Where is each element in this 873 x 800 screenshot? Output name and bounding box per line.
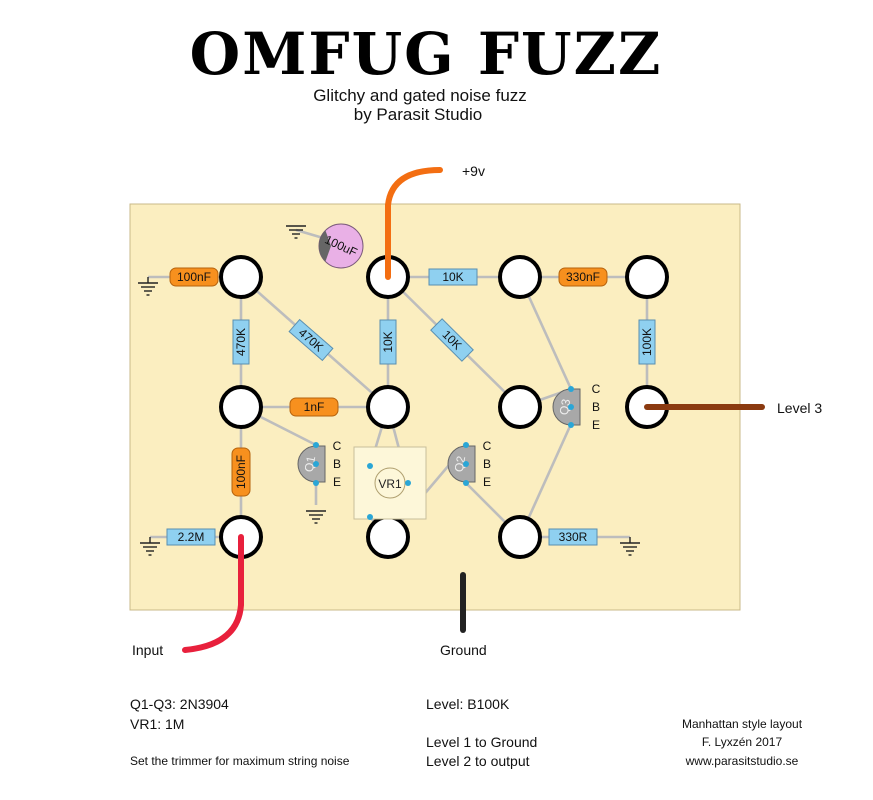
- svg-text:330R: 330R: [559, 530, 588, 544]
- svg-text:Q2: Q2: [452, 455, 469, 474]
- svg-text:10K: 10K: [442, 270, 463, 284]
- transistor-q1: Q1 C B E: [297, 439, 342, 489]
- label-input: Input: [132, 642, 163, 658]
- svg-text:1nF: 1nF: [304, 400, 325, 414]
- svg-text:10K: 10K: [381, 331, 395, 352]
- svg-text:100K: 100K: [640, 328, 654, 356]
- svg-text:2.2M: 2.2M: [178, 530, 205, 544]
- svg-text:B: B: [333, 457, 341, 471]
- svg-text:E: E: [592, 418, 600, 432]
- resistor-10k-horizontal: 10K: [428, 268, 478, 286]
- note-layout: Manhattan style layout: [682, 717, 803, 731]
- capacitors: 100nF 330nF 1nF 100nF 100uF: [169, 223, 608, 497]
- svg-text:B: B: [483, 457, 491, 471]
- svg-text:C: C: [483, 439, 492, 453]
- capacitor-100nf-top: 100nF: [169, 267, 219, 287]
- note-level: Level: B100K: [426, 696, 510, 712]
- label-level3: Level 3: [777, 400, 822, 416]
- electrolytic-capacitor-100uf: 100uF: [318, 223, 364, 269]
- svg-text:C: C: [592, 382, 601, 396]
- svg-text:B: B: [592, 400, 600, 414]
- svg-text:470K: 470K: [234, 328, 248, 356]
- svg-text:330nF: 330nF: [566, 270, 600, 284]
- resistor-10k-vertical: 10K: [379, 319, 397, 365]
- page-subtitle: Glitchy and gated noise fuzz: [313, 86, 527, 105]
- note-level1: Level 1 to Ground: [426, 734, 537, 750]
- capacitor-100nf-vertical: 100nF: [231, 447, 251, 497]
- note-trimmer: VR1: 1M: [130, 716, 184, 732]
- note-instruction: Set the trimmer for maximum string noise: [130, 754, 350, 768]
- transistor-q2: Q2 C B E: [447, 439, 492, 489]
- vr1-label: VR1: [378, 477, 402, 491]
- transistors: Q1 C B E Q2 C B E Q3 C B E: [297, 382, 601, 489]
- note-transistors: Q1-Q3: 2N3904: [130, 696, 229, 712]
- resistor-470k-vertical: 470K: [232, 319, 250, 365]
- capacitor-330nf: 330nF: [558, 267, 608, 287]
- svg-text:E: E: [333, 475, 341, 489]
- trimmer-vr1: VR1: [353, 446, 427, 520]
- note-author: F. Lyxzén 2017: [702, 735, 783, 749]
- svg-text:Q1: Q1: [302, 455, 319, 474]
- note-website: www.parasitstudio.se: [685, 754, 799, 768]
- page-title: OMFUG FUZZ: [190, 20, 663, 88]
- svg-text:E: E: [483, 475, 491, 489]
- svg-text:C: C: [333, 439, 342, 453]
- resistor-2m2: 2.2M: [166, 528, 216, 546]
- page-byline: by Parasit Studio: [354, 105, 483, 124]
- svg-text:100nF: 100nF: [234, 455, 248, 489]
- transistor-q3: Q3 C B E: [552, 382, 601, 432]
- capacitor-1nf: 1nF: [289, 397, 339, 417]
- svg-text:Q3: Q3: [557, 398, 574, 417]
- note-level2: Level 2 to output: [426, 753, 530, 769]
- wire-power-9v: [385, 167, 443, 280]
- resistor-330r: 330R: [548, 528, 598, 546]
- resistor-100k: 100K: [638, 319, 656, 365]
- label-power: +9v: [462, 163, 485, 179]
- wire-input: [182, 534, 244, 653]
- resistors: 470K 470K 10K 10K 10K 100K 2.2M 330R: [166, 268, 656, 546]
- svg-text:100nF: 100nF: [177, 270, 211, 284]
- label-ground: Ground: [440, 642, 487, 658]
